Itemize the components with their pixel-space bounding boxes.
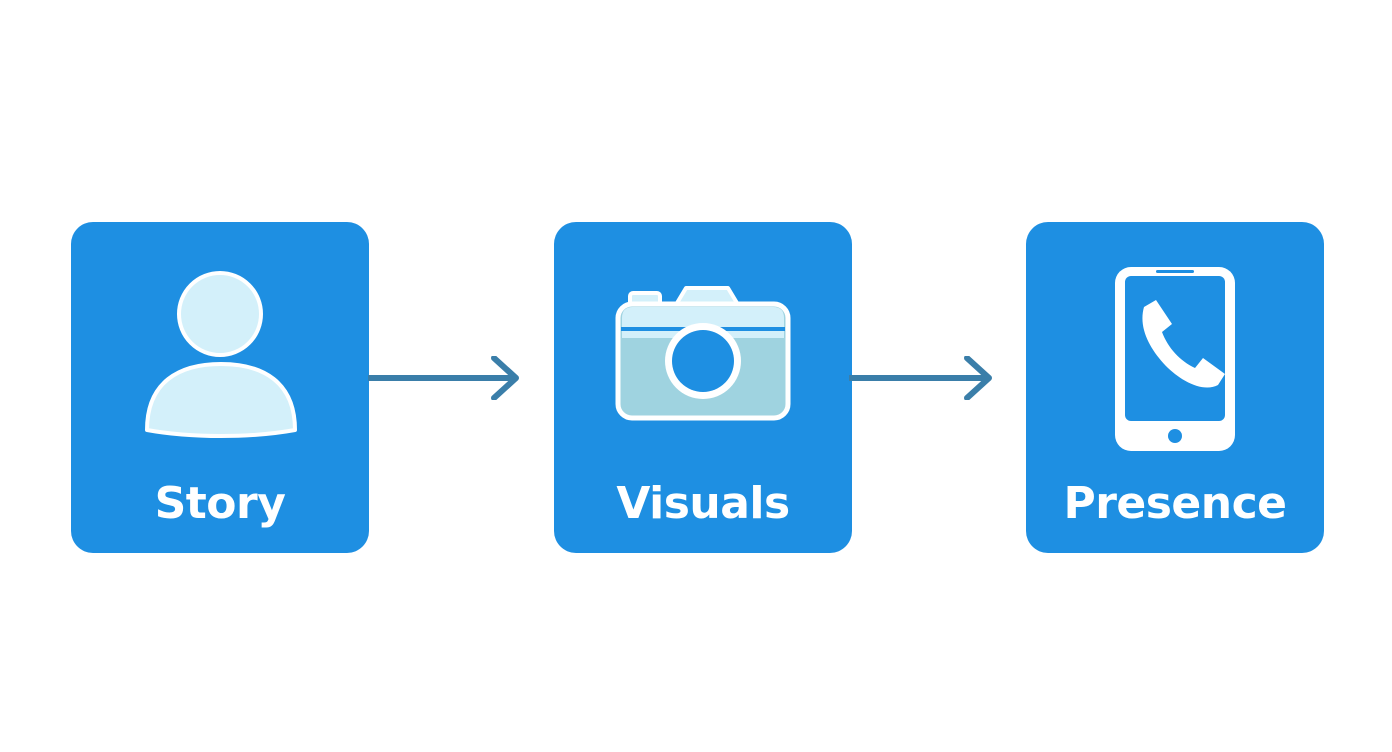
step-label-story: Story [154,478,286,529]
step-label-presence: Presence [1063,478,1287,529]
arrow-right-icon [368,356,519,400]
arrow-right-icon [849,356,992,400]
camera-icon [615,286,791,421]
step-card-story: Story [71,222,369,553]
step-label-visuals: Visuals [616,478,790,529]
person-icon [145,271,297,438]
step-card-visuals: Visuals [554,222,852,553]
step-card-presence: Presence [1026,222,1324,553]
smartphone-phone-icon [1115,267,1235,451]
